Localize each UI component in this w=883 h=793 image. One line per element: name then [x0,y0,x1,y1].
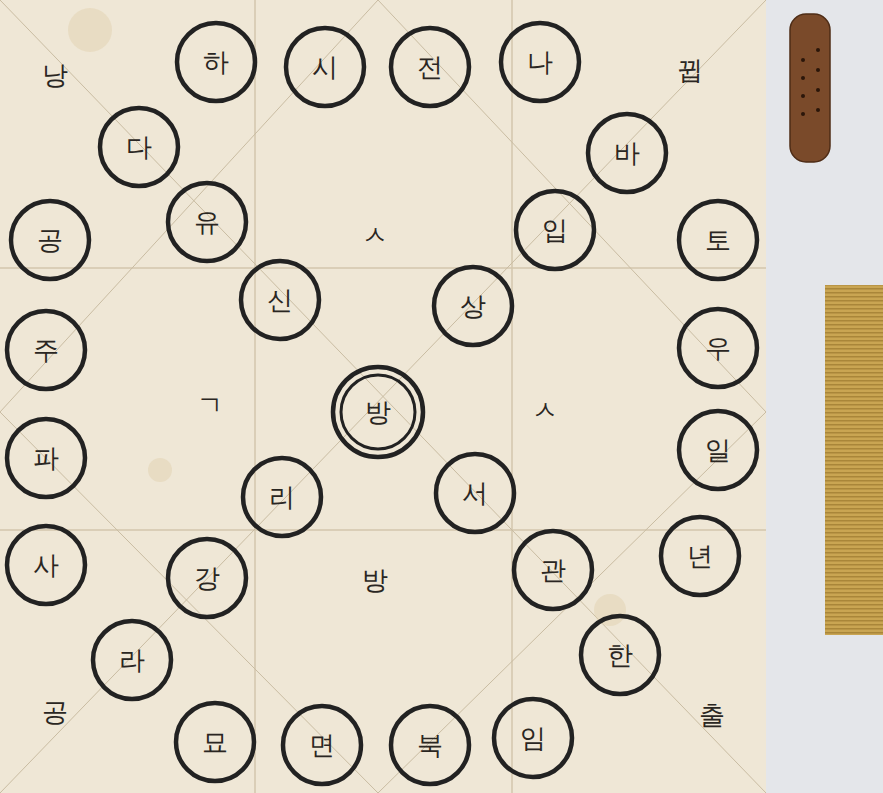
station-character: 시 [312,53,338,82]
board-circle: 공 [8,198,92,282]
station-character: 입 [542,216,568,245]
board-mark: 출 [699,701,725,730]
board-circle: 유 [165,180,249,264]
station-character: 묘 [202,728,228,757]
station-character: 주 [33,336,59,365]
center-circle: 방 [330,364,426,460]
board-circle: 주 [4,308,88,392]
board-circle: 사 [4,523,88,607]
station-character: 다 [126,133,152,162]
board-circle: 년 [658,514,742,598]
station-character: 한 [607,641,633,670]
board-circle: 라 [90,618,174,702]
fold-lines [0,0,766,793]
station-character: 신 [267,286,293,315]
station-character: 토 [705,226,731,255]
die-marks [801,48,820,116]
station-character: 공 [37,226,63,255]
board-circle: 한 [578,613,662,697]
station-character: 서 [462,479,488,508]
station-character: 임 [520,724,546,753]
board-mark: 낭 [42,61,68,90]
station-character: 강 [194,564,220,593]
station-character: 전 [417,53,443,82]
station-character: 나 [527,48,553,77]
board-circle: 묘 [173,700,257,784]
board-circle: 서 [433,451,517,535]
station-character: 사 [33,551,59,580]
board-circle: 바 [585,111,669,195]
board-circle: 신 [238,258,322,342]
board-circle: 토 [676,198,760,282]
station-character: 라 [119,646,145,675]
station-character: 파 [33,444,59,473]
board-circle: 관 [511,528,595,612]
station-character: 북 [417,731,443,760]
board-circle: 나 [498,20,582,104]
board-mark: ㄱ [197,391,223,420]
station-character: 유 [194,208,220,237]
board-circle: 상 [431,264,515,348]
board-mark: 공 [42,698,68,727]
board-circle: 임 [491,696,575,780]
station-character: 하 [203,48,229,77]
station-character: 바 [614,139,640,168]
station-character: 상 [460,292,486,321]
guide-lines [0,0,766,793]
board-mark: 뀝 [677,56,703,85]
board-mark: 방 [362,566,388,595]
board-mark: ㅅ [362,221,388,250]
station-character: 리 [269,483,295,512]
station-character: 방 [365,398,391,427]
board-circle: 입 [513,188,597,272]
station-character: 년 [687,542,713,571]
board-circle: 전 [388,25,472,109]
board-circle: 북 [388,703,472,787]
board-circle: 강 [165,536,249,620]
station-character: 관 [540,556,566,585]
paper-stains [68,8,626,626]
board-circle: 우 [676,306,760,390]
board-circle: 리 [240,455,324,539]
station-character: 일 [705,436,731,465]
straw-mat [825,285,883,635]
board-circle: 하 [174,20,258,104]
station-character: 면 [309,731,335,760]
paper-board [0,0,766,793]
board-circle: 일 [676,408,760,492]
station-character: 우 [705,334,731,363]
board-circle: 시 [283,25,367,109]
board-circle: 면 [280,703,364,787]
backdrop [775,0,883,793]
board-mark: ㅅ [532,396,558,425]
wooden-die [790,14,830,162]
board-circle: 파 [4,416,88,500]
board-circle: 다 [97,105,181,189]
